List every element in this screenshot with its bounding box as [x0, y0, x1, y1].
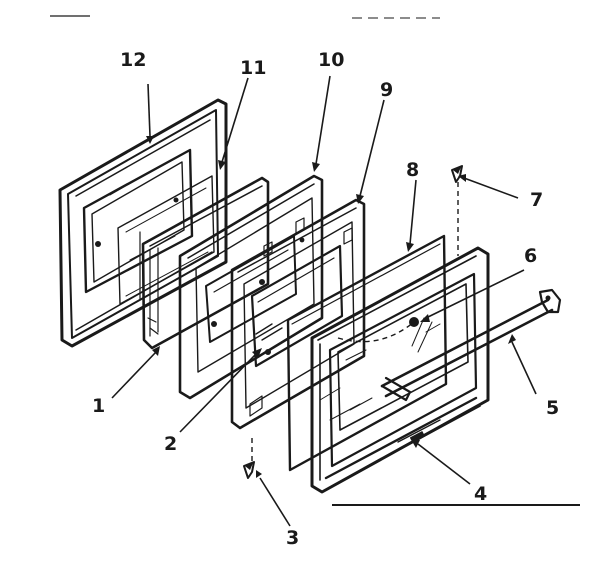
part-4-outer-door-frame: [310, 246, 490, 494]
part-12-back-panel: [58, 98, 228, 348]
callout-labels: 12 11 10 9 8 7 6 5 4 3 2 1: [92, 49, 559, 549]
callout-8: 8: [406, 159, 419, 181]
part-11-insulation-liner: [117, 175, 270, 350]
callout-12: 12: [120, 49, 146, 71]
leader-lines: [111, 75, 537, 527]
part-7-screw: [451, 165, 463, 183]
callout-6: 6: [524, 245, 537, 267]
callout-1: 1: [92, 395, 105, 417]
callout-3: 3: [286, 527, 299, 549]
callout-7: 7: [530, 189, 543, 211]
callout-2: 2: [164, 433, 177, 455]
part-10-inner-panel: [178, 174, 324, 400]
callout-4: 4: [474, 483, 487, 505]
callout-9: 9: [380, 79, 393, 101]
part-5-handle: [380, 288, 562, 402]
part-3-screw: [243, 461, 255, 479]
alignment-lines: [251, 182, 459, 464]
scan-artifacts: [50, 15, 580, 506]
callout-11: 11: [240, 57, 266, 79]
part-9-door-liner: [230, 198, 366, 430]
callout-5: 5: [546, 397, 559, 419]
callout-10: 10: [318, 49, 344, 71]
